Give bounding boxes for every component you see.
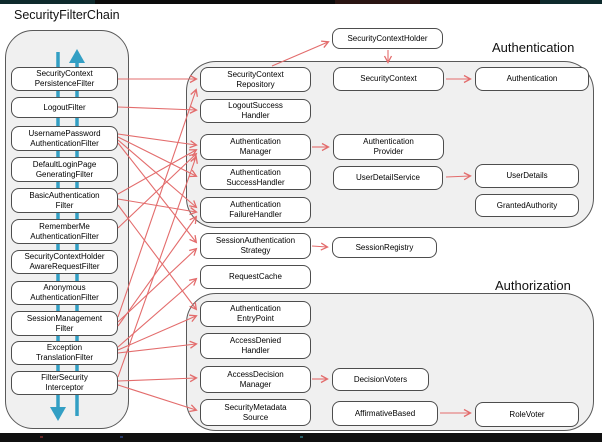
- diagram-title: SecurityFilterChain: [14, 8, 120, 22]
- box-request-cache: RequestCache: [200, 265, 311, 289]
- authorization-region-label: Authorization: [495, 278, 571, 293]
- arrow-upaf-to-authentication-success-handler: [117, 136, 198, 178]
- box-authentication: Authentication: [475, 67, 589, 91]
- arrow-logout-to-logout-success-handler: [117, 105, 198, 114]
- box-access-denied-handler: AccessDenied Handler: [200, 333, 311, 359]
- box-authentication-manager: Authentication Manager: [200, 134, 311, 160]
- arrow-remember-me-to-authentication-manager: [117, 152, 198, 229]
- arrow-upaf-to-authentication-manager: [117, 133, 198, 149]
- box-authentication-entry-point: Authentication EntryPoint: [200, 301, 311, 327]
- box-authentication-provider: Authentication Provider: [333, 134, 444, 160]
- box-affirmative-based: AffirmativeBased: [332, 401, 438, 426]
- box-granted-authority: GrantedAuthority: [475, 194, 579, 217]
- filter-default-login-page-generating: DefaultLoginPage GeneratingFilter: [11, 157, 118, 182]
- arrow-fsi-to-security-metadata-source: [117, 384, 198, 413]
- filter-logout: LogoutFilter: [11, 97, 118, 118]
- filter-username-password-authentication: UsernamePassword AuthenticationFilter: [11, 126, 118, 151]
- box-user-details: UserDetails: [475, 164, 579, 188]
- box-logout-success-handler: LogoutSuccess Handler: [200, 99, 311, 123]
- filter-security-context-holder-aware-request: SecurityContextHolder AwareRequestFilter: [11, 250, 118, 274]
- arrow-upaf-to-authentication-failure-handler: [117, 139, 198, 209]
- filter-remember-me-authentication: RememberMe AuthenticationFilter: [11, 219, 118, 244]
- box-authentication-success-handler: Authentication SuccessHandler: [200, 165, 311, 190]
- top-bar: [0, 0, 602, 4]
- box-security-context: SecurityContext: [333, 67, 444, 91]
- filter-security-context-persistence: SecurityContext PersistenceFilter: [11, 67, 118, 91]
- filter-session-management: SessionManagement Filter: [11, 311, 118, 336]
- arrow-exception-to-request-cache: [117, 277, 198, 348]
- box-session-authentication-strategy: SessionAuthentication Strategy: [200, 233, 311, 259]
- box-authentication-failure-handler: Authentication FailureHandler: [200, 197, 311, 223]
- arrow-session-mgmt-to-security-context-repository: [117, 88, 199, 318]
- arrow-exception-to-access-denied-handler: [117, 340, 198, 354]
- box-role-voter: RoleVoter: [475, 402, 579, 427]
- bottom-bar: [0, 433, 602, 442]
- box-security-context-repository: SecurityContext Repository: [200, 67, 311, 92]
- arrow-upaf-to-session-authentication-strategy: [117, 142, 198, 244]
- filter-basic-authentication: BasicAuthentication Filter: [11, 188, 118, 213]
- arrow-fsi-to-authentication-manager: [117, 155, 198, 378]
- arrow-session-mgmt-to-authentication-failure-handler: [117, 215, 198, 327]
- arrow-exception-to-authentication-entry-point: [117, 314, 198, 351]
- box-security-metadata-source: SecurityMetadata Source: [200, 399, 311, 426]
- authentication-region-label: Authentication: [492, 40, 575, 55]
- arrow-basic-to-authentication-entry-point: [117, 204, 198, 311]
- box-decision-voters: DecisionVoters: [332, 368, 429, 391]
- box-session-registry: SessionRegistry: [332, 237, 437, 258]
- filter-exception-translation: Exception TranslationFilter: [11, 341, 118, 365]
- arrow-session-mgmt-to-session-authentication-strategy: [117, 247, 198, 323]
- box-access-decision-manager: AccessDecision Manager: [200, 366, 311, 393]
- filter-security-interceptor: FilterSecurity Interceptor: [11, 371, 118, 395]
- filter-anonymous-authentication: Anonymous AuthenticationFilter: [11, 281, 118, 305]
- arrow-basic-to-authentication-manager: [117, 149, 198, 195]
- arrow-fsi-to-access-decision-manager: [117, 374, 198, 383]
- arrow-strategy-to-session-registry: [311, 242, 329, 251]
- box-security-context-holder: SecurityContextHolder: [332, 28, 443, 49]
- box-user-detail-service: UserDetailService: [333, 166, 443, 190]
- arrow-basic-to-authentication-failure-handler: [117, 198, 198, 216]
